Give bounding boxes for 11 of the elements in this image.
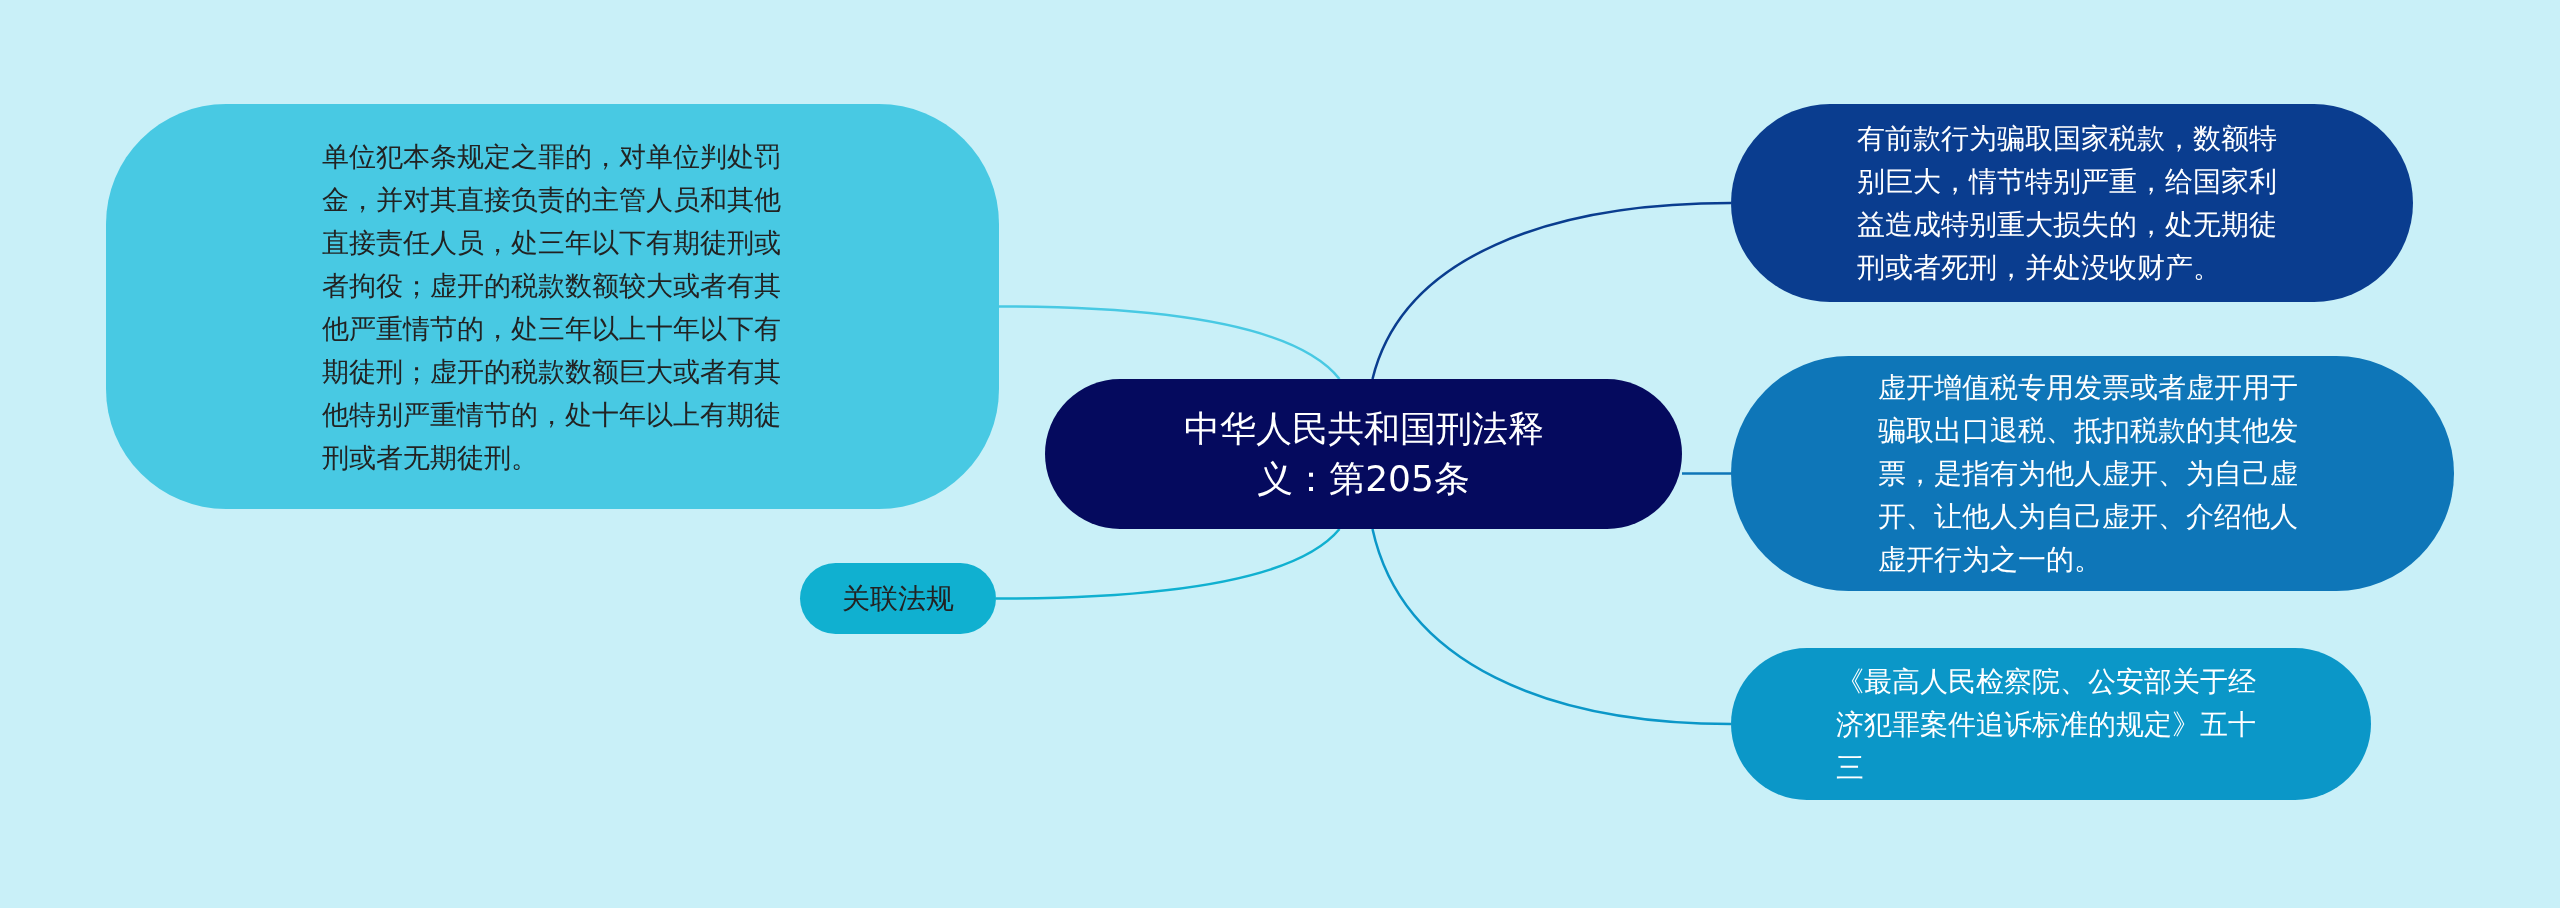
connector-line <box>1371 528 1732 726</box>
text-bubble: 《最高人民检察院、公安部关于经济犯罪案件追诉标准的规定》五十三 <box>1731 648 2371 800</box>
topic-box: 中华人民共和国刑法释义：第205条 <box>1045 379 1682 529</box>
text-bubble: 有前款行为骗取国家税款，数额特别巨大，情节特别严重，给国家利益造成特别重大损失的，处无期徒刑或者死刑，并处没收财产。 <box>1731 104 2413 302</box>
connector-line <box>1682 472 1731 475</box>
label-bubble: 关联法规 <box>800 563 996 634</box>
connector-line <box>999 305 1341 380</box>
text-bubble: 单位犯本条规定之罪的，对单位判处罚金，并对其直接负责的主管人员和其他直接责任人员，处三年以下有期徒刑或者拘役；虚开的税款数额较大或者有其他严重情节的，处三年以上十年以下有期徒刑；虚开的税款数额巨大或者有其他特别严重情节的，处十年以上有期徒刑或者无期徒刑。 <box>106 104 999 509</box>
connector-line <box>996 528 1341 600</box>
text-bubble: 虚开增值税专用发票或者虚开用于骗取出口退税、抵扣税款的其他发票，是指有为他人虚开、为自己虚开、让他人为自己虚开、介绍他人虚开行为之一的。 <box>1731 356 2454 591</box>
connector-line <box>1371 201 1732 380</box>
